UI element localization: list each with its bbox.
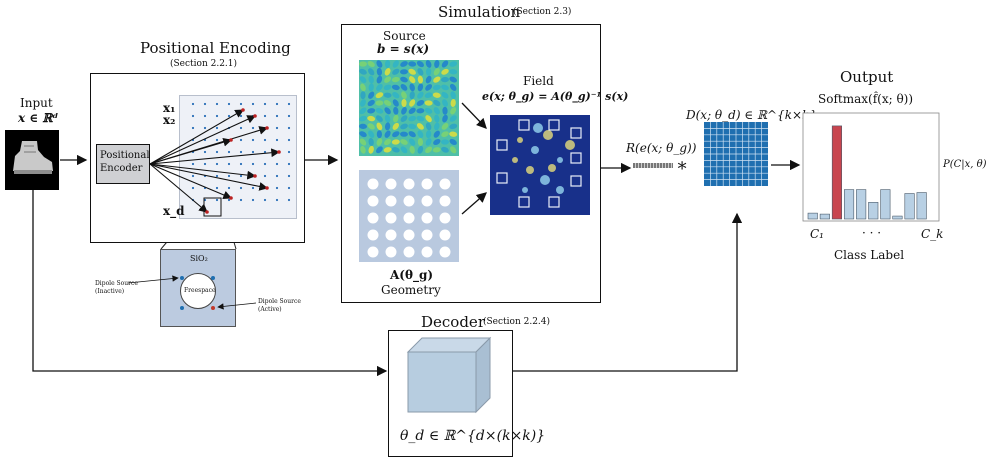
output-title: Output xyxy=(840,68,894,86)
class-c1-label: C₁ xyxy=(810,227,824,241)
probability-axis-label: P(C|x, θ) xyxy=(943,159,987,170)
inset-material: SiO₂ xyxy=(190,254,208,263)
positional-encoder-block: Positional Encoder xyxy=(96,144,150,184)
source-equation: b = s(x) xyxy=(377,42,430,56)
input-title: Input xyxy=(20,96,53,110)
geometry-equation: A(θ_g) xyxy=(390,268,434,282)
arrow-decoder-to-dmatrix xyxy=(513,212,743,372)
source-title: Source xyxy=(383,29,426,43)
active-source-label: Dipole Source (Active) xyxy=(258,298,301,313)
pe-title: Positional Encoding xyxy=(140,39,291,57)
simulation-section: (Section 2.3) xyxy=(513,7,572,17)
field-equation: e(x; θ_g) = A(θ_g)⁻¹ s(x) xyxy=(482,90,629,103)
x2-label: x₂ xyxy=(163,113,176,127)
dipole-dot xyxy=(180,276,184,280)
positional-encoder-label: Positional Encoder xyxy=(100,150,150,174)
field-image xyxy=(490,115,590,215)
arrow-input-to-decoder xyxy=(32,190,388,377)
dmatrix-label: D(x; θ_d) ∈ ℝ^{k×k} xyxy=(686,108,817,122)
decoder-section: (Section 2.2.4) xyxy=(483,317,551,327)
pe-grid-panel xyxy=(179,95,297,219)
inactive-source-label: Dipole Source (Inactive) xyxy=(95,280,138,295)
geometry-image xyxy=(359,170,459,262)
field-title: Field xyxy=(523,74,554,88)
simulation-title: Simulation xyxy=(438,3,521,21)
readout-label: R(e(x; θ_g)) xyxy=(626,141,697,155)
decoder-title: Decoder xyxy=(421,313,485,331)
pe-section: (Section 2.2.1) xyxy=(170,59,238,69)
dipole-dot-active xyxy=(211,306,215,310)
geometry-title: Geometry xyxy=(381,283,441,297)
freespace-label: Freespace xyxy=(184,287,216,294)
dipole-dot xyxy=(180,306,184,310)
class-ck-label: C_k xyxy=(921,227,944,241)
softmax-label: Softmax(f̂(x; θ)) xyxy=(818,92,914,106)
decoder-parameter: θ_d ∈ ℝ^{d×(k×k)} xyxy=(400,428,546,444)
xd-label: x_d xyxy=(163,204,185,218)
class-label-title: Class Label xyxy=(834,248,905,262)
input-variable: x ∈ ℝᵈ xyxy=(18,111,59,125)
class-dots: · · · xyxy=(862,226,882,240)
readout-vector xyxy=(633,163,673,168)
convolution-star: ∗ xyxy=(676,155,689,176)
dipole-dot xyxy=(211,276,215,280)
freespace-hole xyxy=(180,273,216,309)
